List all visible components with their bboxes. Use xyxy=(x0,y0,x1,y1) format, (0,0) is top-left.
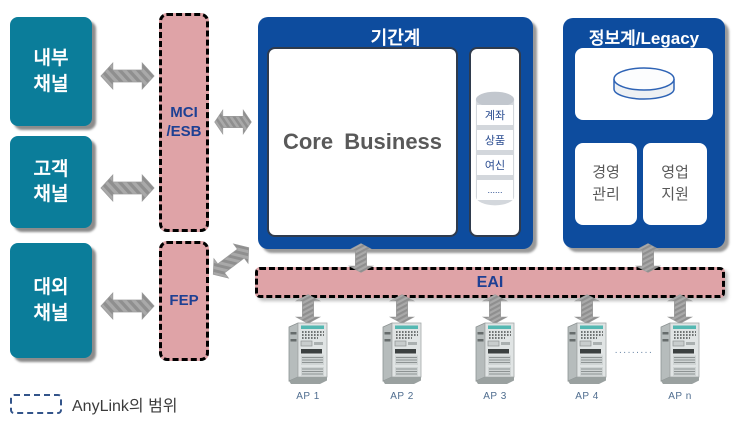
module-label: 지원 xyxy=(661,186,689,203)
core-business-box: Core Business xyxy=(267,47,458,237)
hatched-arrow-icon xyxy=(482,294,508,324)
core-system-box: 기간계 Core Business 계좌 상품 여신 ...... xyxy=(258,17,533,249)
channel-label: 고객 xyxy=(33,158,69,180)
mci-esb-label: /ESB xyxy=(166,122,202,140)
core-business-label: Core Business xyxy=(282,129,443,154)
hatched-arrow-icon xyxy=(295,294,321,324)
hatched-arrow-icon xyxy=(100,62,155,90)
tower-server-icon xyxy=(288,322,328,384)
hatched-arrow-icon xyxy=(100,292,155,320)
channel-box-external: 대외 채널 xyxy=(10,243,92,358)
hatched-arrow-icon xyxy=(348,243,374,273)
hatched-arrow-icon xyxy=(389,294,415,324)
tower-server-icon xyxy=(567,322,607,384)
tower-server-icon xyxy=(475,322,515,384)
hatched-arrow-icon xyxy=(214,109,252,135)
legacy-db-panel xyxy=(575,48,713,120)
ap-server-label: AP 3 xyxy=(483,391,507,402)
module-label: 경영 xyxy=(592,164,620,182)
fep-label: FEP xyxy=(169,291,199,309)
mci-esb-label: MCI xyxy=(170,103,198,121)
ap-server-label: AP 2 xyxy=(390,391,414,402)
disk-cylinder-icon xyxy=(613,67,675,100)
channel-label: 채널 xyxy=(33,73,69,95)
module-label: 영업 xyxy=(661,164,689,182)
channel-label: 내부 xyxy=(33,48,69,70)
legacy-module-management: 경영 관리 xyxy=(575,143,637,225)
eai-bar: EAI xyxy=(255,267,725,298)
db-item: 여신 xyxy=(477,155,513,175)
db-item: 상품 xyxy=(477,130,513,150)
tower-server-icon xyxy=(382,322,422,384)
hatched-arrow-icon xyxy=(667,294,693,324)
db-item: ...... xyxy=(477,180,513,200)
ap-server-label: AP 1 xyxy=(296,391,320,402)
ap-server-label: AP 4 xyxy=(575,391,599,402)
tower-server-icon xyxy=(660,322,700,384)
legacy-system-box: 정보계/Legacy 경영 관리 영업 지원 xyxy=(563,18,725,248)
hatched-arrow-icon xyxy=(205,237,257,285)
channel-label: 채널 xyxy=(33,184,69,205)
anylink-scope-legend-swatch xyxy=(10,394,62,414)
legacy-module-sales: 영업 지원 xyxy=(643,143,707,225)
anylink-scope-legend-label: AnyLink의 범위 xyxy=(72,398,178,415)
ap-server-label: AP n xyxy=(668,391,692,402)
hatched-arrow-icon xyxy=(100,174,155,202)
eai-label: EAI xyxy=(476,273,504,291)
hatched-arrow-icon xyxy=(574,294,600,324)
hatched-arrow-icon xyxy=(635,243,661,273)
channel-label: 채널 xyxy=(33,302,69,324)
module-label: 관리 xyxy=(592,186,620,203)
legacy-system-title: 정보계/Legacy xyxy=(588,29,700,48)
mci-esb-box: MCI /ESB xyxy=(159,13,209,232)
core-db-column: 계좌 상품 여신 ...... xyxy=(469,47,521,237)
channel-box-internal: 내부 채널 xyxy=(10,17,92,126)
fep-box: FEP xyxy=(159,241,209,361)
server-ellipsis: ......... xyxy=(614,345,654,356)
db-item: 계좌 xyxy=(477,105,513,125)
channel-box-customer: 고객 채널 xyxy=(10,136,92,228)
channel-label: 대외 xyxy=(33,277,69,299)
core-system-title: 기간계 xyxy=(370,28,421,48)
